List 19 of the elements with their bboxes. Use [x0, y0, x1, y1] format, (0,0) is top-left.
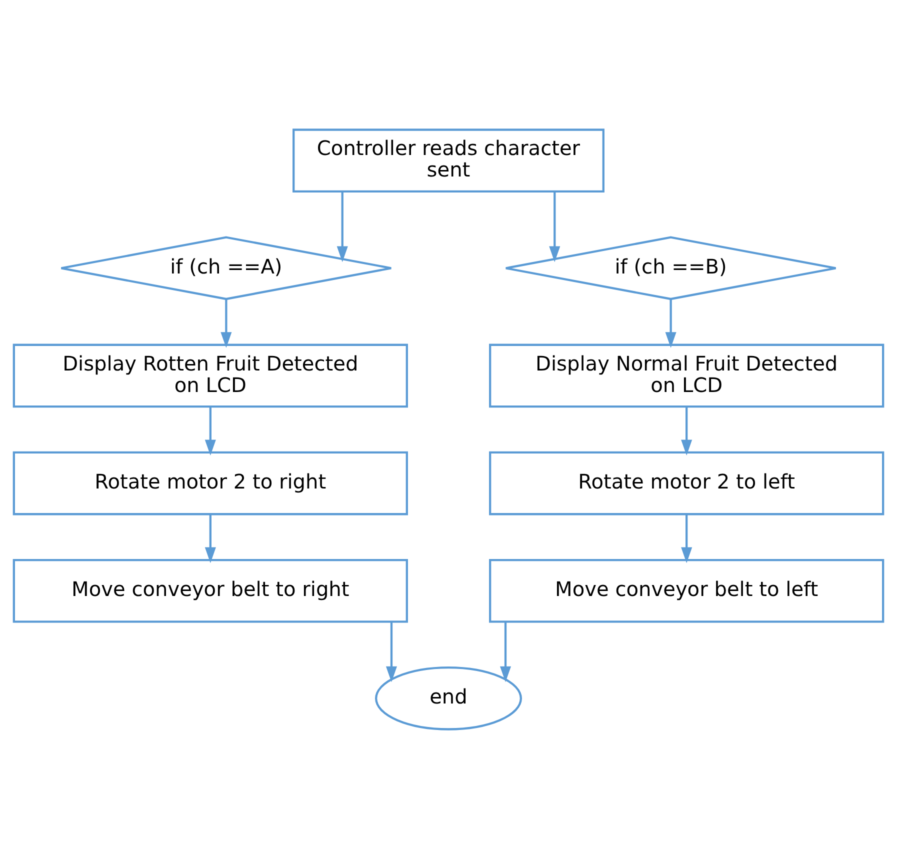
node-box: Display Normal Fruit Detected on LCD	[489, 343, 884, 408]
node-box: Controller reads character sent	[292, 128, 604, 192]
node-box: Rotate motor 2 to left	[489, 450, 884, 515]
arrow	[665, 298, 676, 348]
arrow	[681, 406, 692, 455]
arrow	[204, 514, 216, 563]
node-box: Move conveyor belt to left	[489, 558, 884, 622]
arrow	[204, 406, 216, 455]
node-diamond: if (ch ==B)	[504, 236, 837, 300]
node-box: Rotate motor 2 to right	[12, 450, 408, 515]
arrow	[220, 298, 232, 348]
node-box: Move conveyor belt to right	[12, 558, 408, 622]
arrow	[549, 191, 560, 262]
arrow	[681, 514, 692, 563]
arrow	[336, 191, 348, 262]
arrow	[386, 621, 398, 682]
arrow	[500, 621, 512, 682]
node-box: Display Rotten Fruit Detected on LCD	[12, 343, 408, 408]
node-diamond: if (ch ==A)	[60, 236, 392, 300]
